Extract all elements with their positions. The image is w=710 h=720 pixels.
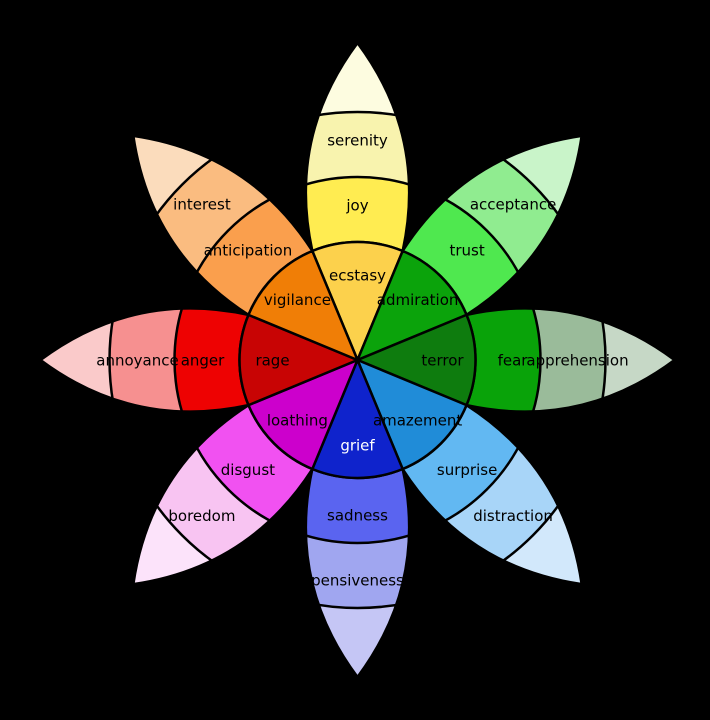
segment-anticipation [174,176,317,320]
dark-green-petal [356,307,676,413]
segment-rage [238,313,359,407]
light-green-petal [356,110,607,362]
light-blue-petal [356,358,607,610]
segment-terror [356,313,477,407]
segment-amazement [356,358,468,471]
red-petal [39,307,359,413]
segment-grief [311,358,404,480]
segment-vigilance [247,249,359,362]
segment-surprise [398,400,541,543]
segment-admiration [356,249,468,362]
segment-ecstasy [311,240,404,362]
yellow-petal [304,41,411,362]
segment-disgust [174,400,317,543]
segment-loathing [247,358,359,471]
magenta-petal [108,358,359,610]
blue-petal [304,358,411,679]
segment-trust [398,176,541,320]
